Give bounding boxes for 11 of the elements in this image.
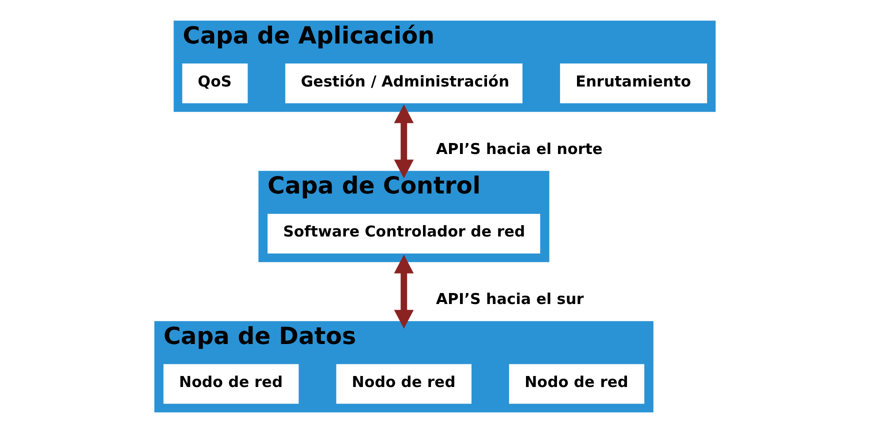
arrow [394,254,414,329]
edge-label: API’S hacia el sur [436,290,584,308]
node-box: QoS [182,64,248,104]
node-box: Nodo de red [508,364,644,404]
node-box: Nodo de red [162,364,298,404]
node-box: Software Controlador de red [267,214,540,254]
node-box: Nodo de red [336,364,471,404]
node-box: Enrutamiento [560,64,707,104]
arrow [394,104,414,178]
node-box: Gestión / Administración [284,64,522,104]
edge-label: API’S hacia el norte [436,140,602,158]
